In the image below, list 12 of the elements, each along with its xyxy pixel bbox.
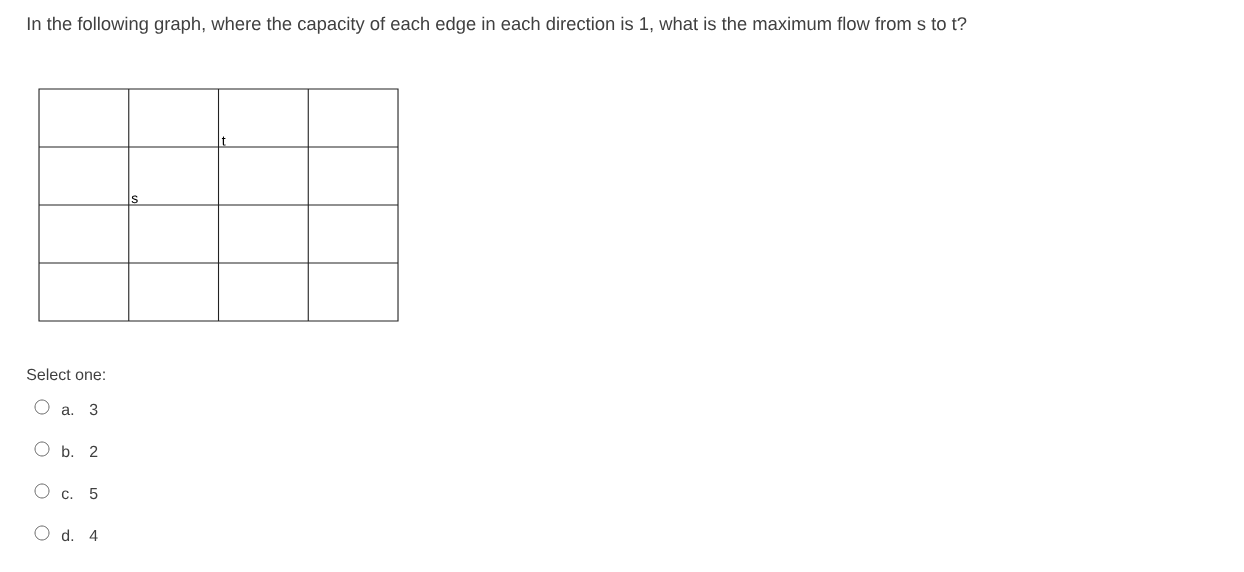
- option-value: 5: [89, 488, 98, 500]
- vertex-label: t: [221, 136, 226, 146]
- option-letter: a.: [61, 406, 74, 416]
- option-letter: d.: [61, 529, 74, 542]
- select-prompt: Select one:: [26, 368, 105, 381]
- option-value: 4: [89, 530, 98, 541]
- question-text: In the following graph, where the capacity of each edge in each direction is 1, what is the maximum flow from s to t?: [27, 16, 967, 34]
- vertex-label: s: [131, 195, 138, 204]
- option-value: 3: [89, 403, 98, 416]
- option-letter: c.: [61, 490, 73, 500]
- option-value: 2: [90, 445, 98, 457]
- option-letter: b.: [62, 445, 74, 458]
